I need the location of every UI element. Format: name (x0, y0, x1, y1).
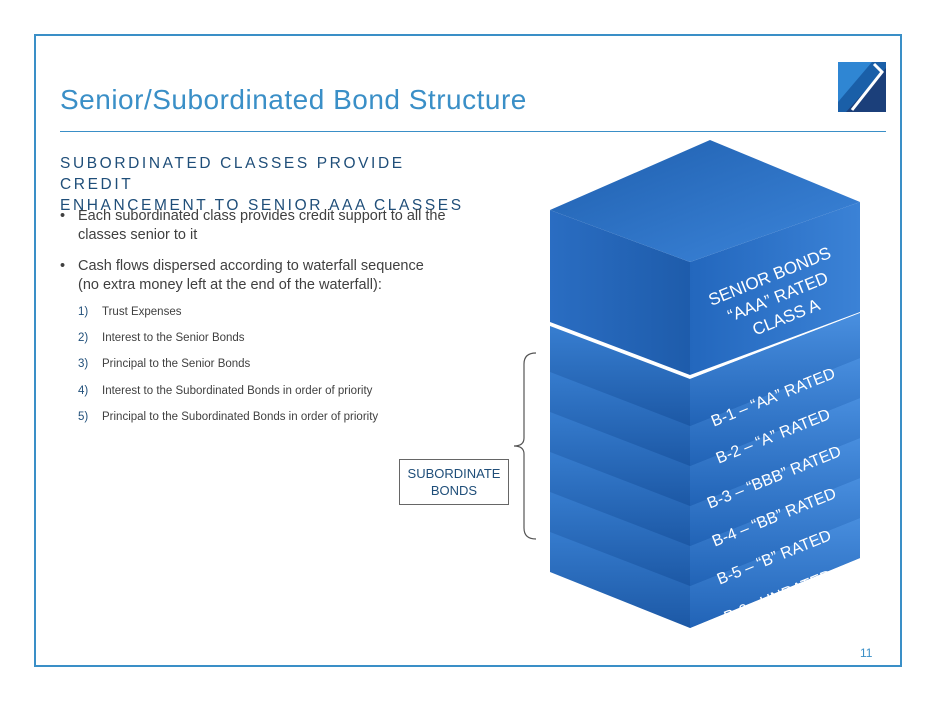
step-item: 1) Trust Expenses (78, 306, 378, 332)
title-divider (60, 131, 886, 132)
subordinate-label-line: BONDS (430, 483, 478, 498)
bullet-text: (no extra money left at the end of the w… (78, 277, 382, 293)
bullet-item: Cash flows dispersed according to waterf… (60, 257, 480, 295)
bullet-text: Each subordinated class provides credit … (78, 208, 446, 224)
subordinate-bonds-label: SUBORDINATE BONDS (399, 459, 509, 505)
subordinate-label-line: SUBORDINATE (407, 466, 501, 481)
tranche-slab-b3 (550, 393, 860, 506)
step-text: Interest to the Subordinated Bonds in or… (102, 384, 373, 397)
step-text: Principal to the Subordinated Bonds in o… (102, 410, 379, 423)
bond-stack-diagram: SENIOR BONDS “AAA” RATED CLASS A B-1 – “… (550, 140, 860, 628)
step-number: 3) (78, 358, 89, 371)
step-item: 4) Interest to the Subordinated Bonds in … (78, 385, 378, 411)
bullet-text: Cash flows dispersed according to waterf… (78, 258, 424, 274)
page-number: 11 (860, 646, 873, 660)
slide-title: Senior/Subordinated Bond Structure (60, 84, 527, 115)
tranche-slab-b5 (550, 473, 860, 586)
bullet-text: classes senior to it (78, 227, 198, 243)
bullet-item: Each subordinated class provides credit … (60, 207, 480, 245)
step-text: Principal to the Senior Bonds (102, 358, 251, 371)
step-number: 1) (78, 306, 89, 318)
step-text: Trust Expenses (102, 306, 182, 318)
step-item: 2) Interest to the Senior Bonds (78, 332, 378, 358)
step-text: Interest to the Senior Bonds (102, 332, 245, 345)
step-number: 2) (78, 332, 89, 345)
subtitle-line: SUBORDINATED CLASSES PROVIDE CREDIT (60, 155, 405, 193)
step-number: 5) (78, 410, 89, 423)
company-logo (838, 62, 886, 112)
step-item: 5) Principal to the Subordinated Bonds in… (78, 411, 378, 437)
subordinate-bracket (513, 352, 537, 540)
step-item: 3) Principal to the Senior Bonds (78, 358, 378, 384)
tranche-slab-b6 (550, 512, 860, 628)
bullet-list: Each subordinated class provides credit … (60, 207, 480, 307)
tranche-slab-b4 (550, 433, 860, 546)
waterfall-steps: 1) Trust Expenses 2) Interest to the Senio… (78, 306, 378, 437)
slide-frame (34, 34, 902, 667)
tranche-slab-b1 (550, 313, 860, 426)
tranche-slab-b2 (550, 353, 860, 466)
senior-block (550, 140, 860, 375)
step-number: 4) (78, 384, 89, 397)
